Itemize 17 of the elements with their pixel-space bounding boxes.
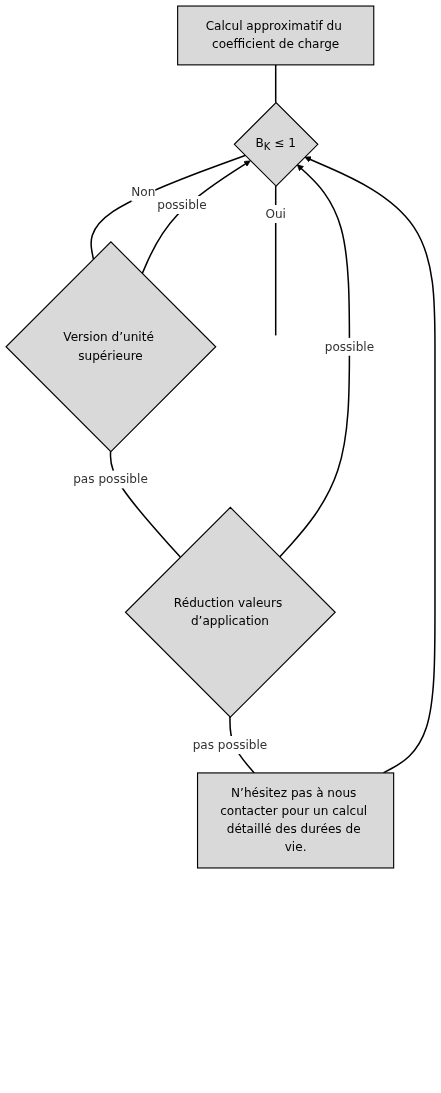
- edge-label: Oui: [265, 206, 286, 221]
- arrow: [278, 164, 351, 558]
- node-diamond: Réduction valeurs d’application: [124, 506, 336, 718]
- connector: [274, 64, 277, 104]
- connector: [90, 154, 246, 260]
- edge-label: Non: [131, 185, 156, 200]
- node-diamond: Version d’unité supérieure: [5, 241, 217, 453]
- edge-label: pas possible: [192, 737, 268, 752]
- connector: [274, 185, 277, 337]
- arrow: [141, 160, 251, 275]
- arrow: [304, 156, 436, 774]
- node-diamond: B$_{K}$ ≤ 1: [233, 101, 319, 187]
- edge-label: pas possible: [73, 471, 148, 487]
- edge-label: possible: [324, 339, 375, 354]
- edge-label: possible: [157, 197, 207, 212]
- node-box: N’hésitez pas à nous contacter pour un calcul détaillé des durées de vie.: [196, 772, 395, 869]
- node-box: Calcul approximatif du coefficient de charge: [177, 5, 375, 66]
